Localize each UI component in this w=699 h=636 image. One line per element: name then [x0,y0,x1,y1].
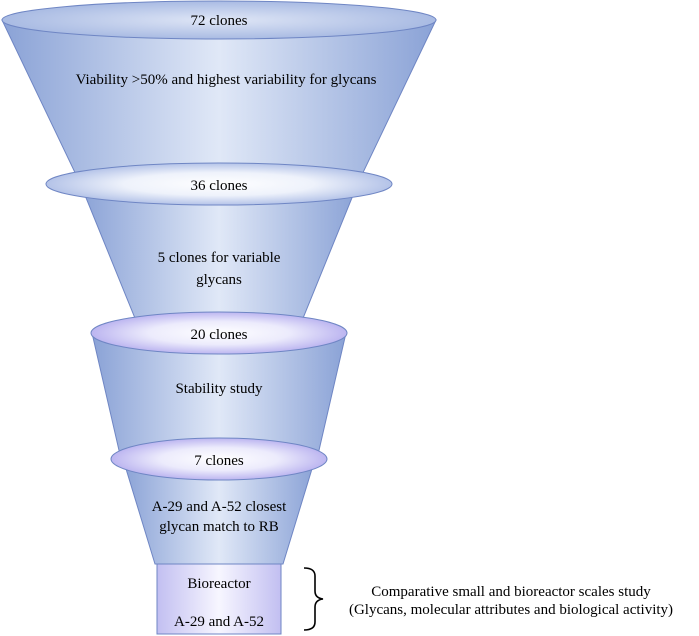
bracket-brace [303,567,324,631]
stage-criteria-text: A-29 and A-52 closest [152,499,287,515]
stage-count-label: 36 clones [190,178,247,194]
funnel-top-ellipse [1,0,437,40]
stage-criteria-text: glycans [196,272,242,288]
stage-count-label: 7 clones [194,453,244,469]
bioreactor-subtitle: A-29 and A-52 [174,614,264,630]
stage-criteria-text: glycan match to RB [159,519,279,535]
stage-count-label: 72 clones [190,13,247,29]
stage-criteria-text: Viability >50% and highest variability f… [76,72,377,88]
stage-ellipse-36 [45,162,393,206]
stage-ellipse-20 [90,311,348,355]
funnel-body-stage-1 [1,19,437,184]
stage-criteria-text: Stability study [175,381,263,397]
annotation-line-2: (Glycans, molecular attributes and biolo… [349,602,673,618]
stage-count-label: 20 clones [190,327,247,343]
bioreactor-box [156,563,282,635]
annotation-line-1: Comparative small and bioreactor scales … [371,584,651,600]
bioreactor-title: Bioreactor [187,576,250,592]
stage-ellipse-7 [110,437,328,481]
stage-criteria-text: 5 clones for variable [158,250,281,266]
